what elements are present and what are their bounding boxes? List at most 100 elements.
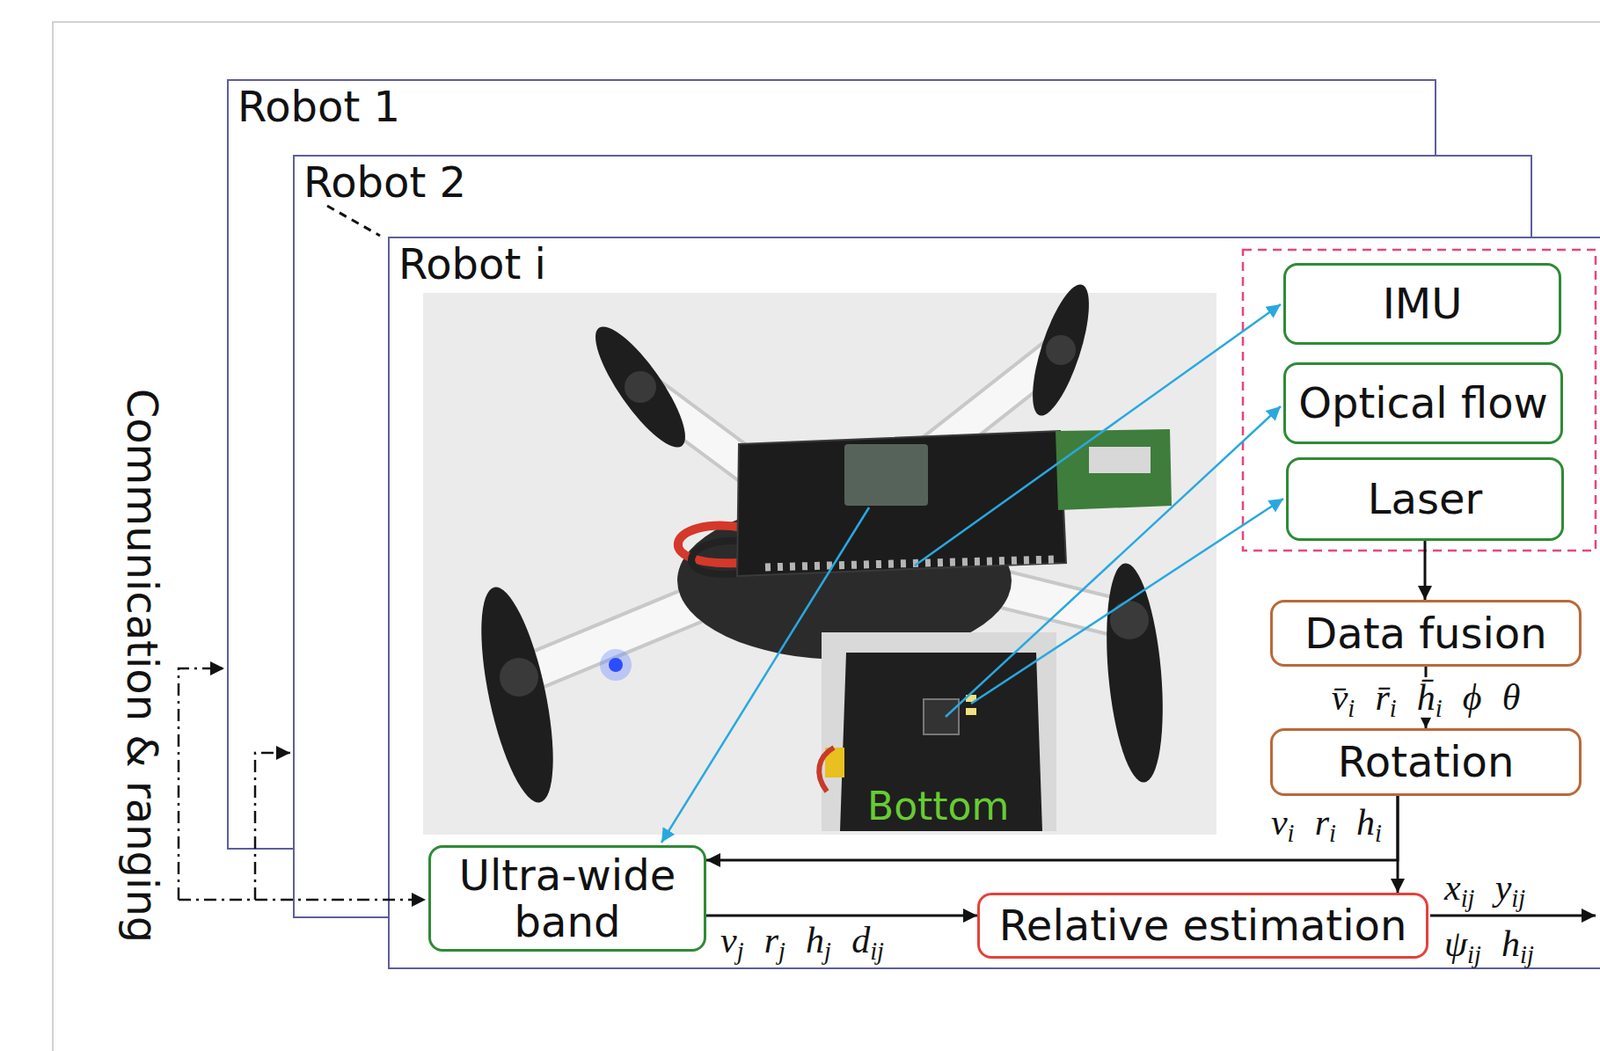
math-symbol: v <box>1271 802 1288 843</box>
flow-arrow <box>1424 540 1427 600</box>
math-symbol: ϕ <box>1462 677 1483 718</box>
module-label: IMU <box>1382 280 1463 328</box>
math-symbol: r <box>764 920 779 961</box>
robot-title: Robot 2 <box>303 159 467 206</box>
edge-label-holder: v̄i r̄i h̄i ϕ θ <box>1328 677 1525 718</box>
math-symbol: h <box>1356 802 1375 843</box>
math-symbol: h <box>805 920 825 961</box>
led <box>608 657 623 673</box>
module-label: Optical flow <box>1298 379 1549 427</box>
drone-arm <box>932 571 1128 621</box>
math-subscript: j <box>824 937 832 965</box>
flow-sensor <box>923 699 959 735</box>
math-subscript: ij <box>1467 941 1482 969</box>
leader-line <box>971 498 1284 704</box>
math-symbol: d <box>851 920 870 961</box>
label-holder: Bottom <box>867 785 1009 828</box>
math-subscript: i <box>1287 819 1295 848</box>
comm-link <box>178 668 225 900</box>
math-subscript: ij <box>1511 884 1526 913</box>
outer-frame <box>52 21 1600 1051</box>
math-symbol: h <box>1501 923 1520 965</box>
math-subscript: i <box>1329 819 1337 848</box>
math-symbol: θ <box>1502 677 1521 718</box>
circuit-board <box>737 431 1067 577</box>
signal-label: vi ri hi <box>1267 802 1386 843</box>
led-glow <box>599 649 632 681</box>
drone-arm <box>879 350 1061 493</box>
side-label: Communication & ranging <box>119 388 167 944</box>
photo-ground <box>423 292 1217 835</box>
motor-hub <box>1045 335 1076 366</box>
robot-frame: Robot iIMUOptical flowLaserData fusionRo… <box>387 236 1600 970</box>
math-symbol: y <box>1495 867 1513 908</box>
math-subscript: ij <box>1461 884 1476 913</box>
math-symbol: r̄ <box>1374 677 1389 718</box>
signal-label: v̄i r̄i h̄i ϕ θ <box>1328 677 1525 718</box>
math-symbol: h̄ <box>1417 677 1436 718</box>
motor-hub <box>1110 600 1149 640</box>
drone-arm <box>640 387 819 519</box>
laser-sensor <box>965 708 977 716</box>
module-box: Rotation <box>1270 728 1582 797</box>
drone-arm <box>879 350 1061 493</box>
module-box: Data fusion <box>1270 599 1582 667</box>
comm-link <box>255 752 291 900</box>
photo-label: Bottom <box>867 785 1009 828</box>
math-subscript: ij <box>869 937 885 965</box>
output-label: xij yij <box>1444 867 1526 908</box>
math-symbol: ψ <box>1444 923 1468 965</box>
leader-line <box>945 406 1281 717</box>
drone-arm <box>518 571 775 678</box>
module-label: Data fusion <box>1304 610 1547 658</box>
module-label: Ultra-wide band <box>441 852 694 946</box>
uwb-chip <box>844 444 928 506</box>
math-symbol: r <box>1315 802 1330 843</box>
drone-arm <box>932 571 1128 621</box>
label-holder: ψij hij <box>1444 923 1535 965</box>
math-subscript: ij <box>1519 941 1535 969</box>
math-subscript: i <box>1389 694 1397 723</box>
more-robots <box>327 205 380 236</box>
math-symbol: v̄ <box>1331 677 1349 718</box>
math-symbol: x <box>1444 867 1462 908</box>
battery-wire <box>691 540 744 575</box>
deck-board <box>1055 429 1172 511</box>
comm-link <box>178 898 426 902</box>
output-label: ψij hij <box>1444 923 1535 965</box>
output-arrow <box>1430 914 1596 918</box>
motor-hub <box>499 657 539 697</box>
laser-sensor <box>965 694 977 702</box>
propeller <box>1021 278 1101 422</box>
inset-wire <box>818 747 834 792</box>
label-holder: xij yij <box>1444 867 1526 908</box>
inset-board <box>840 652 1043 832</box>
math-subscript: j <box>778 937 786 965</box>
motor-hub <box>624 371 657 403</box>
sensor-group <box>1242 249 1596 551</box>
label-holder: Communication & ranging <box>119 388 167 944</box>
drone-arm <box>640 387 819 519</box>
math-subscript: j <box>737 937 745 965</box>
connector-part <box>825 747 845 778</box>
module-box: Ultra-wide band <box>428 845 707 952</box>
inset-photo <box>821 632 1057 832</box>
flow-arrow <box>706 796 1398 861</box>
propeller <box>1098 561 1171 785</box>
math-subscript: i <box>1374 819 1382 848</box>
leader-line <box>661 507 870 843</box>
edge-label-holder: vj rj hj dij <box>716 920 888 961</box>
drone-frame <box>677 501 1012 660</box>
module-label: Rotation <box>1337 738 1515 786</box>
propeller <box>467 581 569 809</box>
robot-title: Robot 1 <box>237 83 401 131</box>
math-subscript: i <box>1347 694 1355 723</box>
module-box: Laser <box>1285 457 1564 541</box>
signal-label: vj rj hj dij <box>716 920 888 961</box>
math-subscript: i <box>1435 694 1443 723</box>
deck-label <box>1088 446 1151 474</box>
edge-label-holder: vi ri hi <box>1267 802 1386 843</box>
